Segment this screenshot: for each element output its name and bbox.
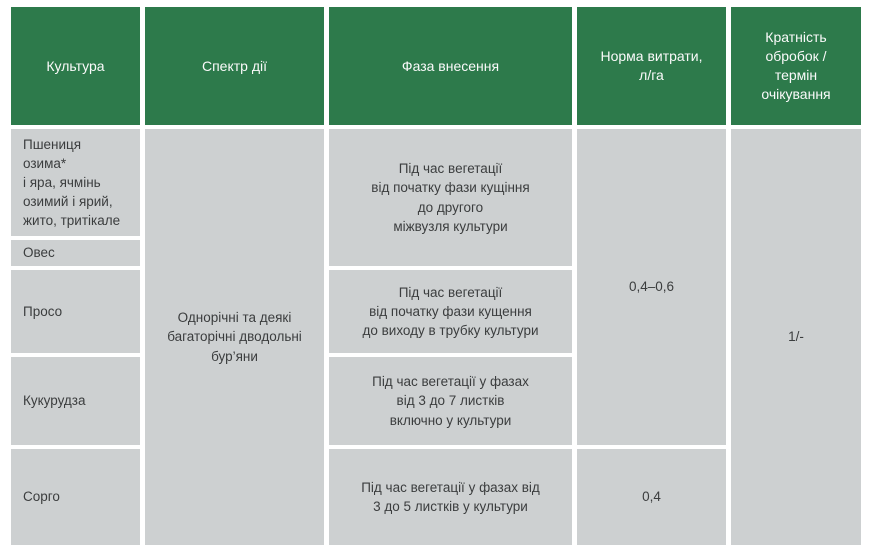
table-row-oats: Овес: [11, 240, 861, 266]
column-header-spectrum: Спектр дії: [145, 7, 324, 125]
table-row-corn: Кукурудза Під час вегетації у фазах від …: [11, 357, 861, 445]
rate-cell-single: 0,4: [577, 449, 726, 545]
phase-cell-tillering-internode: Під час вегетації від початку фази кущін…: [329, 129, 572, 266]
frequency-cell: 1/-: [731, 129, 861, 545]
culture-cell-sorghum: Сорго: [11, 449, 140, 545]
column-header-phase: Фаза внесення: [329, 7, 572, 125]
application-table: Культура Спектр дії Фаза внесення Норма …: [6, 3, 866, 549]
culture-cell-wheat: Пшениця озима* і яра, ячмінь озимий і яр…: [11, 129, 140, 236]
rate-cell-range: 0,4–0,6: [577, 129, 726, 445]
header-row: Культура Спектр дії Фаза внесення Норма …: [11, 7, 861, 125]
column-header-rate: Норма витрати, л/га: [577, 7, 726, 125]
phase-cell-tillering-booting: Під час вегетації від початку фази кущен…: [329, 270, 572, 353]
phase-cell-3-5-leaves: Під час вегетації у фазах від 3 до 5 лис…: [329, 449, 572, 545]
table-row-millet: Просо Під час вегетації від початку фази…: [11, 270, 861, 353]
column-header-frequency: Кратність обробок / термін очікування: [731, 7, 861, 125]
table-row-sorghum: Сорго Під час вегетації у фазах від 3 до…: [11, 449, 861, 545]
phase-cell-3-7-leaves: Під час вегетації у фазах від 3 до 7 лис…: [329, 357, 572, 445]
table-row-wheat: Пшениця озима* і яра, ячмінь озимий і яр…: [11, 129, 861, 545]
culture-cell-corn: Кукурудза: [11, 357, 140, 445]
culture-cell-oats: Овес: [11, 240, 140, 266]
column-header-culture: Культура: [11, 7, 140, 125]
culture-cell-millet: Просо: [11, 270, 140, 353]
spectrum-cell: Однорічні та деякі багаторічні дводольні…: [145, 129, 324, 545]
